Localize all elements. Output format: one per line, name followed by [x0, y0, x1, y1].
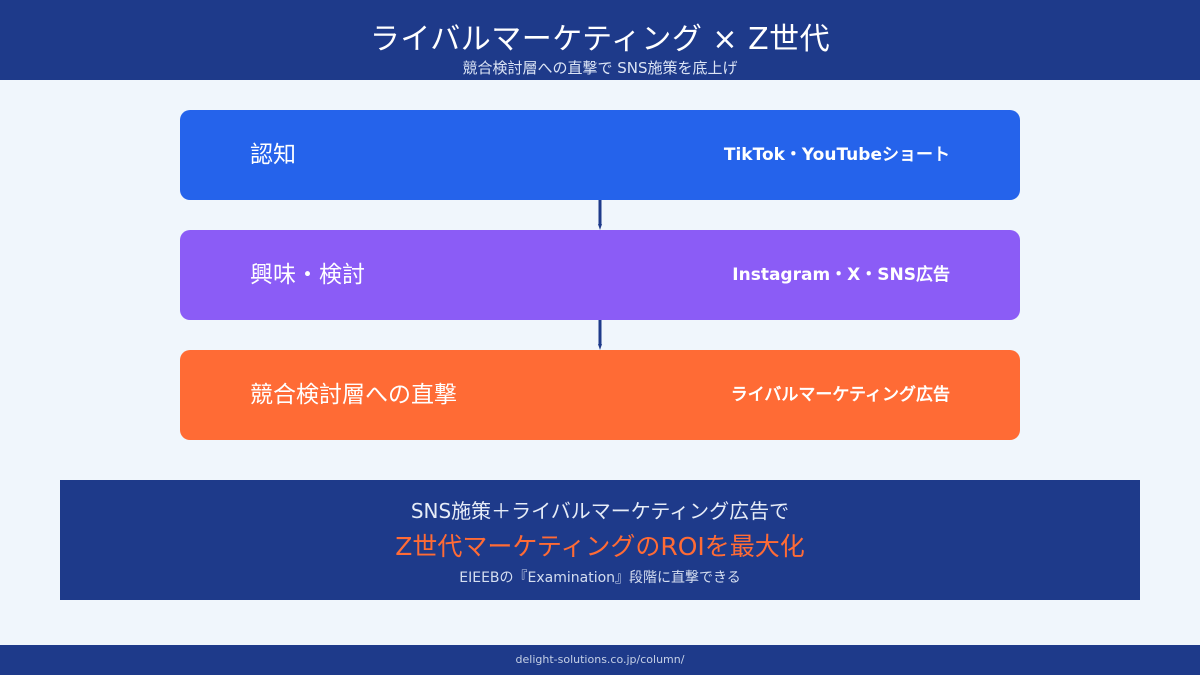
- stage-channel: TikTok・YouTubeショート: [723, 145, 950, 165]
- header-bar: ライバルマーケティング × Z世代 競合検討層への直撃で SNS施策を底上げ: [0, 0, 1200, 80]
- stage-interest: 興味・検討 Instagram・X・SNS広告: [180, 230, 1020, 320]
- footer-bar: delight-solutions.co.jp/column/: [0, 645, 1200, 675]
- connector-arrow: [598, 200, 602, 230]
- page-subtitle: 競合検討層への直撃で SNS施策を底上げ: [462, 59, 738, 77]
- summary-note: EIEEBの『Examination』段階に直撃できる: [459, 570, 741, 586]
- stage-channel: Instagram・X・SNS広告: [732, 265, 950, 285]
- stage-awareness: 認知 TikTok・YouTubeショート: [180, 110, 1020, 200]
- summary-highlight: Z世代マーケティングのROIを最大化: [395, 532, 805, 561]
- page-title: ライバルマーケティング × Z世代: [369, 22, 831, 57]
- stage-competitor-targeting: 競合検討層への直撃 ライバルマーケティング広告: [180, 350, 1020, 440]
- stage-channel: ライバルマーケティング広告: [730, 385, 950, 405]
- stage-label: 興味・検討: [250, 262, 365, 288]
- stage-label: 競合検討層への直撃: [250, 382, 457, 408]
- summary-line: SNS施策＋ライバルマーケティング広告で: [410, 499, 790, 523]
- footer-url: delight-solutions.co.jp/column/: [515, 653, 685, 666]
- summary-box: SNS施策＋ライバルマーケティング広告で Z世代マーケティングのROIを最大化 …: [60, 480, 1140, 600]
- stage-label: 認知: [250, 142, 296, 168]
- connector-arrow: [598, 320, 602, 350]
